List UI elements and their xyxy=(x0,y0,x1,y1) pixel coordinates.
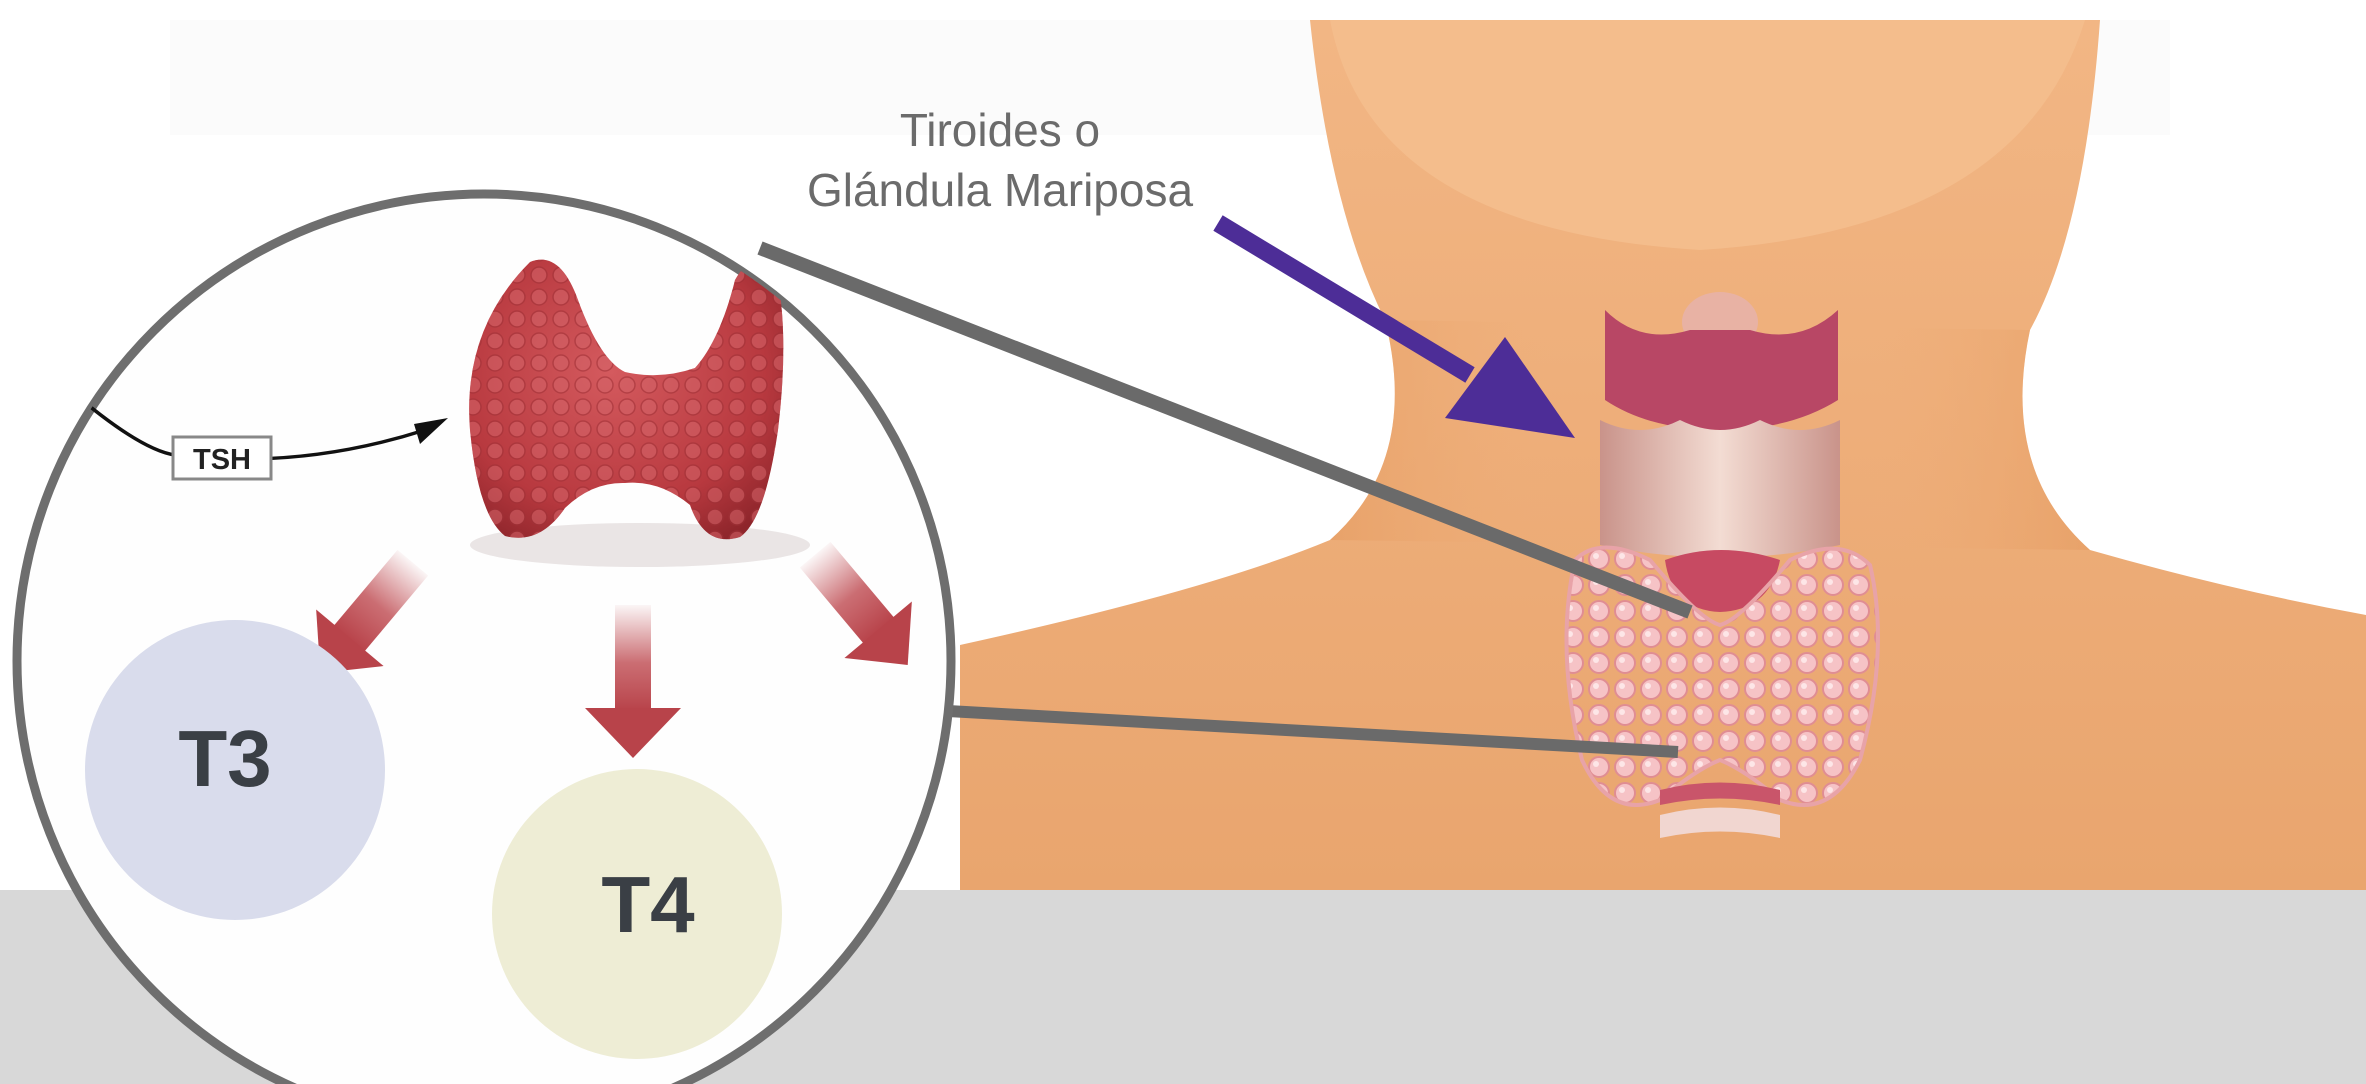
cartilage-band xyxy=(1600,420,1840,558)
diagram-title: Tiroides o Glándula Mariposa xyxy=(740,100,1260,220)
t3-label: T3 xyxy=(178,714,271,803)
magnifier-circle xyxy=(17,194,951,1084)
tsh-label: TSH xyxy=(193,444,251,476)
magnified-view: TSH xyxy=(17,194,951,1084)
hormone-t3: T3 xyxy=(85,620,385,920)
title-line-2: Glándula Mariposa xyxy=(740,160,1260,220)
hormone-t4: T4 xyxy=(492,769,782,1059)
t4-label: T4 xyxy=(601,860,695,949)
title-line-1: Tiroides o xyxy=(740,100,1260,160)
